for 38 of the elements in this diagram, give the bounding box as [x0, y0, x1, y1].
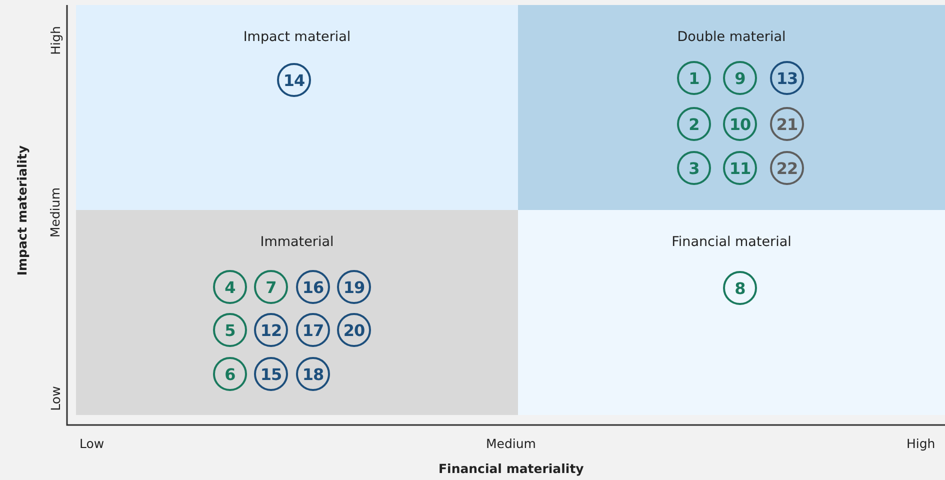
axis-tick-label: High — [47, 26, 62, 54]
axis-title: Impact materiality — [14, 144, 30, 276]
quadrant-panel — [518, 210, 945, 415]
topic-circle: 1 — [677, 61, 711, 95]
quadrant-title: Impact material — [243, 29, 351, 45]
quadrant-panel — [76, 5, 518, 210]
topic-circle: 8 — [723, 271, 757, 305]
axis-tick-label: Medium — [486, 436, 536, 450]
topic-circle: 16 — [296, 270, 330, 304]
axis-tick-label: Low — [47, 386, 62, 410]
topic-circle: 13 — [770, 61, 804, 95]
topic-circle: 14 — [277, 63, 311, 97]
topic-circle: 7 — [254, 270, 288, 304]
topic-circle: 4 — [213, 270, 247, 304]
topic-circle: 15 — [254, 357, 288, 391]
topic-circle: 19 — [337, 270, 371, 304]
topic-circle: 2 — [677, 107, 711, 141]
topic-circle: 10 — [723, 107, 757, 141]
quadrant-panel — [76, 210, 518, 415]
quadrant-title: Double material — [677, 29, 786, 45]
axis-tick-label: Medium — [48, 187, 62, 237]
topic-circle: 22 — [770, 151, 804, 185]
topic-circle: 3 — [677, 151, 711, 185]
axis-tick-label: High — [906, 436, 936, 450]
quadrant-title: Immaterial — [260, 234, 334, 250]
quadrant-panel — [518, 5, 945, 210]
topic-circle: 9 — [723, 61, 757, 95]
topic-circle: 12 — [254, 313, 288, 347]
quadrant-title: Financial material — [672, 234, 792, 250]
axis-tick-label: Low — [80, 436, 104, 450]
topic-circle: 5 — [213, 313, 247, 347]
topic-circle: 21 — [770, 107, 804, 141]
topic-circle: 11 — [723, 151, 757, 185]
topic-circle: 20 — [337, 313, 371, 347]
topic-circle: 17 — [296, 313, 330, 347]
topic-circle: 6 — [213, 357, 247, 391]
axis-title: Financial materiality — [438, 460, 584, 476]
topic-circle: 18 — [296, 357, 330, 391]
